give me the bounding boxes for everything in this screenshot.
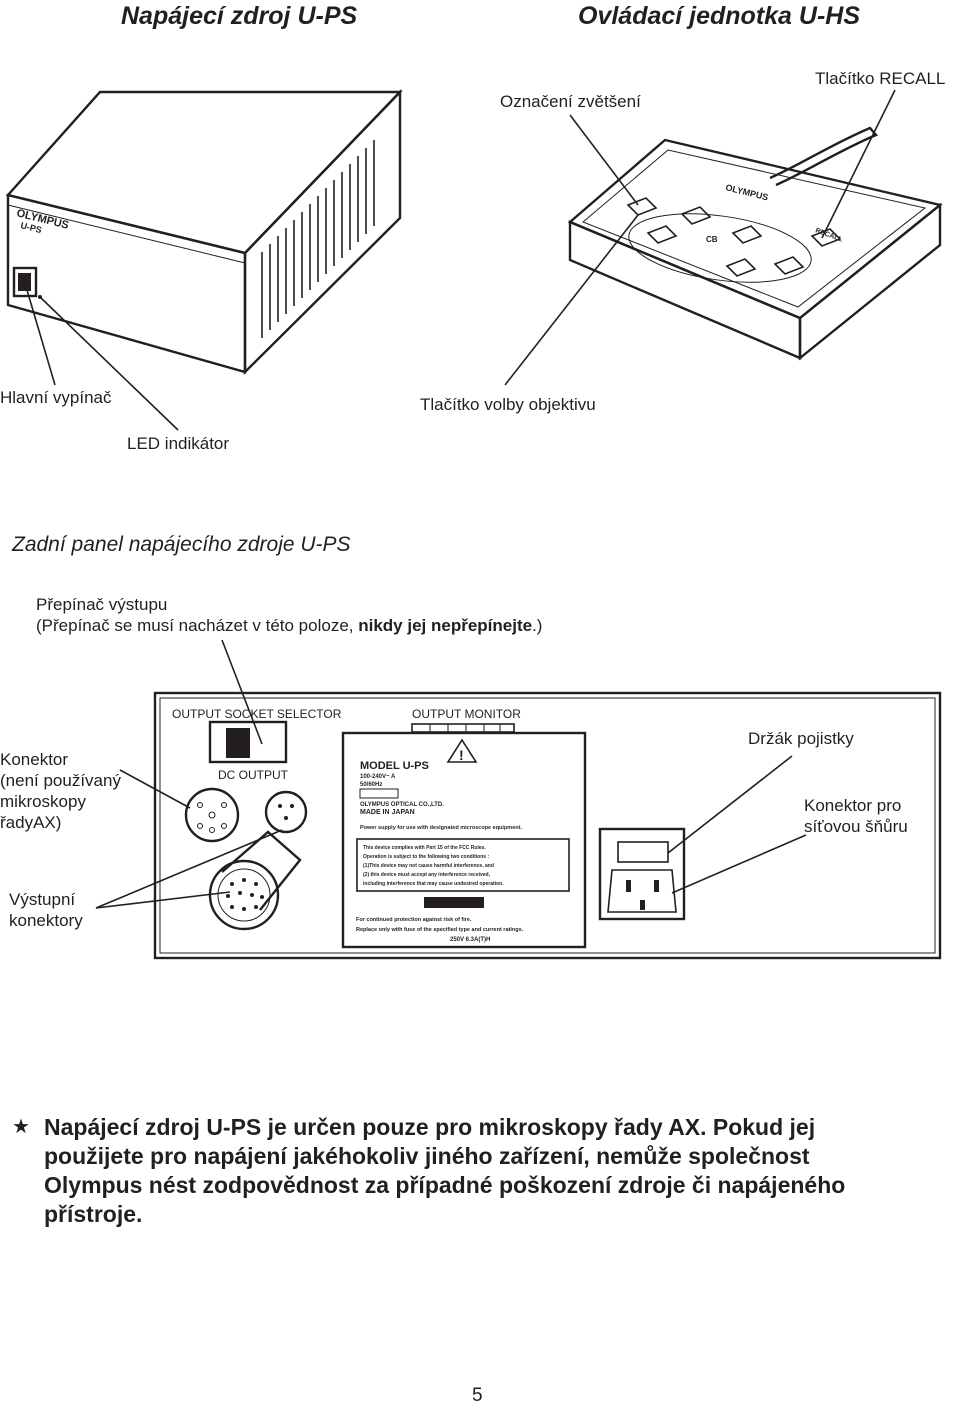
rear-panel-illustration: OUTPUT SOCKET SELECTOR OUTPUT MONITOR DC… (95, 639, 942, 960)
svg-text:OLYMPUS OPTICAL CO.,LTD.: OLYMPUS OPTICAL CO.,LTD. (360, 802, 444, 808)
monitor-print: OUTPUT MONITOR (412, 707, 521, 721)
output-connectors-label: Výstupní konektory (9, 890, 83, 930)
page-number: 5 (472, 1385, 483, 1406)
selector-label: Přepínač výstupu (36, 595, 168, 614)
svg-text:250V 6.3A(T)H: 250V 6.3A(T)H (450, 937, 490, 943)
svg-text:Power supply for use with desi: Power supply for use with designated mic… (360, 825, 522, 831)
small-output-connector-drawing (264, 790, 308, 834)
note-text: Napájecí zdroj U-PS je určen pouze pro m… (44, 1114, 846, 1227)
large-output-connector-flange (221, 830, 302, 911)
svg-text:(1)This device may not cause h: (1)This device may not cause harmful int… (363, 863, 494, 869)
objective-button-label: Tlačítko volby objektivu (420, 395, 596, 414)
svg-text:!: ! (459, 747, 464, 763)
dc-output-print: DC OUTPUT (218, 768, 289, 782)
svg-text:MADE IN JAPAN: MADE IN JAPAN (360, 809, 415, 816)
recall-button-label: Tlačítko RECALL (815, 69, 946, 88)
main-switch-label: Hlavní vypínač (0, 388, 112, 407)
vent-slots (261, 140, 375, 338)
rating-plate (341, 731, 587, 949)
magnification-mark-label: Označení zvětšení (500, 92, 641, 111)
svg-text:This device complies with Part: This device complies with Part 15 of the… (363, 845, 486, 851)
rear-panel-title: Zadní panel napájecího zdroje U-PS (12, 533, 351, 556)
svg-text:For continued protection again: For continued protection against risk of… (356, 917, 472, 923)
svg-text:(2) this device must accept an: (2) this device must accept any interfer… (363, 872, 491, 878)
unused-connector-drawing (184, 787, 240, 843)
svg-text:Operation is subject to the fo: Operation is subject to the following tw… (363, 854, 489, 860)
selector-print: OUTPUT SOCKET SELECTOR (172, 707, 342, 721)
selector-switch-drawing (208, 720, 288, 764)
main-switch-drawing (12, 266, 38, 298)
large-output-connector-drawing (208, 859, 280, 931)
power-supply-title: Napájecí zdroj U-PS (121, 2, 358, 30)
control-unit-title: Ovládací jednotka U-HS (578, 2, 861, 30)
rear-panel-frame (153, 691, 942, 960)
fuse-holder-label: Držák pojistky (748, 729, 854, 748)
svg-text:Replace only with fuse of the: Replace only with fuse of the specified … (356, 927, 524, 933)
model-print: MODEL U-PS (360, 760, 429, 772)
selector-note: (Přepínač se musí nacházet v této poloze… (36, 616, 543, 635)
fuse-holder-drawing (617, 841, 669, 863)
cb-label: CB (706, 235, 718, 244)
devices-illustration: OLYMPUS U-PS OLYMPUS CB RECALL (5, 89, 943, 431)
svg-text:50/60Hz: 50/60Hz (360, 782, 382, 788)
power-supply-drawing: OLYMPUS U-PS (5, 89, 403, 431)
led-indicator-label: LED indikátor (127, 434, 230, 453)
mains-inlet-drawing (598, 827, 686, 921)
unused-connector-label: Konektor (není používaný mikroskopy řady… (0, 750, 121, 832)
mains-connector-label: Konektor pro síťovou šňůru (804, 796, 908, 836)
svg-text:including interference that ma: including interference that may cause un… (363, 881, 504, 887)
note-star-icon: ★ (12, 1116, 30, 1138)
svg-text:100-240V~ A: 100-240V~ A (360, 774, 396, 780)
